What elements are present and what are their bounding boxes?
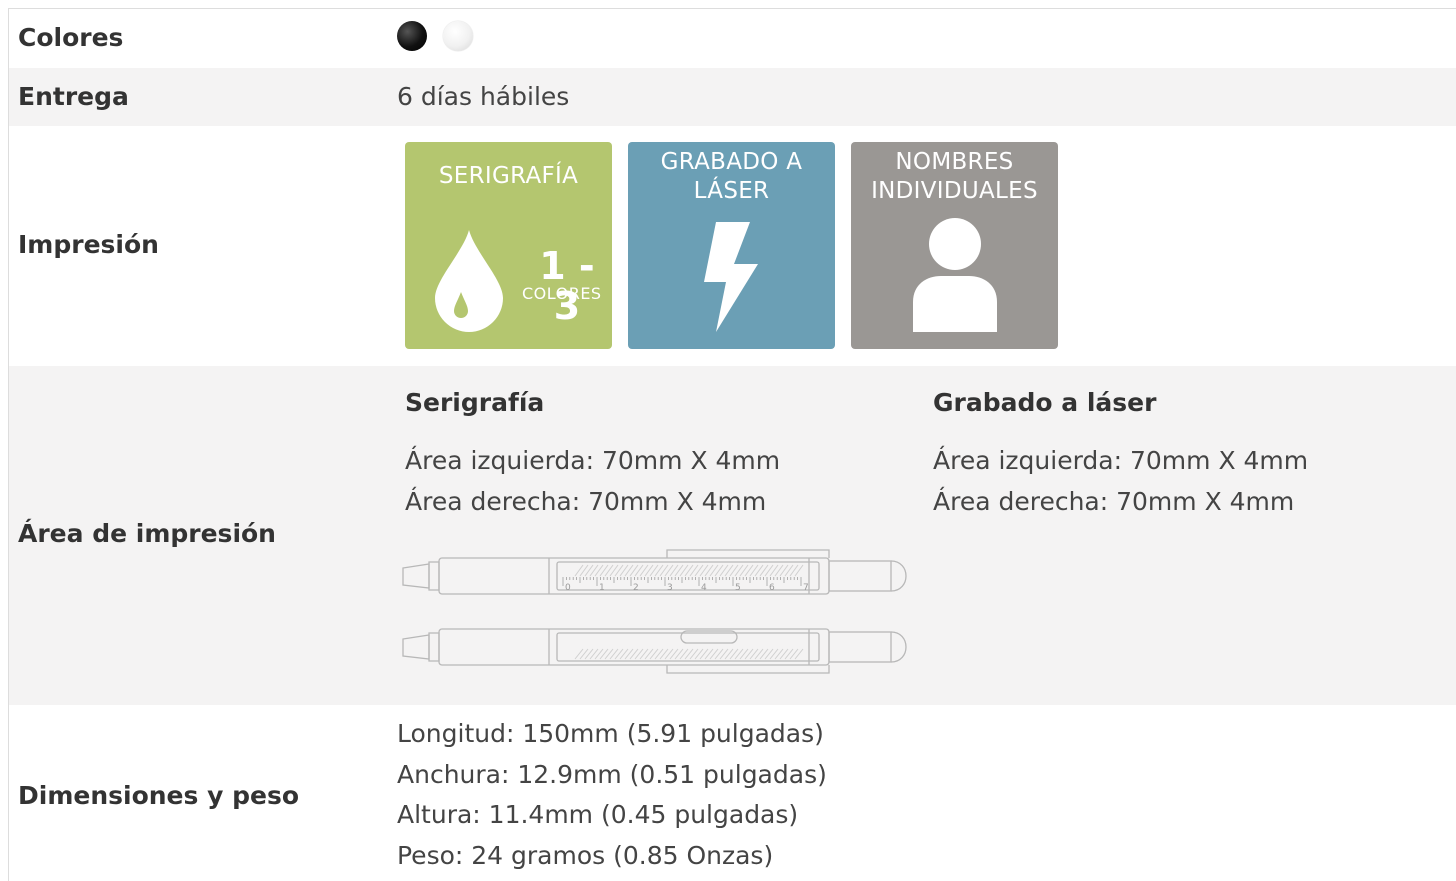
dimension-line: Anchura: 12.9mm (0.51 pulgadas)	[397, 760, 827, 789]
tile-title-line2: LÁSER	[693, 178, 770, 204]
ruler-tick-label: 1	[599, 583, 605, 593]
area-column-title-laser: Grabado a láser	[933, 388, 1157, 417]
print-method-grabado-laser[interactable]: GRABADO A LÁSER	[628, 142, 835, 349]
row-entrega: Entrega 6 días hábiles	[9, 68, 1456, 126]
pen-diagram-top: 0 1 2 3 4 5 6 7	[402, 549, 907, 595]
color-swatch-black[interactable]	[397, 21, 427, 51]
area-column-title-serigrafia: Serigrafía	[405, 388, 545, 417]
person-icon	[913, 218, 997, 332]
area-line: Área izquierda: 70mm X 4mm	[405, 446, 781, 475]
tile-title-line1: NOMBRES	[895, 149, 1014, 175]
row-label-dimensiones: Dimensiones y peso	[18, 781, 299, 810]
color-range: 1 - 3	[539, 244, 595, 328]
area-line: Área derecha: 70mm X 4mm	[933, 487, 1295, 516]
ruler-tick-label: 7	[803, 583, 809, 593]
color-swatch-white[interactable]	[443, 21, 473, 51]
tile-title-line2: INDIVIDUALES	[871, 178, 1038, 204]
ruler-tick-label: 0	[565, 583, 571, 593]
product-specs-table: Colores Entrega 6 días hábiles Impresión…	[8, 8, 1456, 881]
dimension-line: Longitud: 150mm (5.91 pulgadas)	[397, 719, 824, 748]
ruler-tick-label: 5	[735, 583, 741, 593]
tile-title-line1: GRABADO A	[660, 149, 803, 175]
ruler-tick-label: 4	[701, 583, 707, 593]
ruler-tick-label: 6	[769, 583, 775, 593]
delivery-time: 6 días hábiles	[397, 82, 570, 111]
row-label-entrega: Entrega	[18, 82, 129, 111]
dimension-line: Peso: 24 gramos (0.85 Onzas)	[397, 841, 774, 870]
color-range-label: COLORES	[522, 284, 602, 303]
area-line: Área izquierda: 70mm X 4mm	[933, 446, 1309, 475]
ruler-tick-label: 3	[667, 583, 673, 593]
row-label-area: Área de impresión	[18, 519, 276, 548]
row-label-colores: Colores	[18, 23, 124, 52]
print-method-nombres-individuales[interactable]: NOMBRES INDIVIDUALES	[851, 142, 1058, 349]
area-line: Área derecha: 70mm X 4mm	[405, 487, 767, 516]
row-colores: Colores	[9, 9, 1456, 68]
row-area-impresion: Área de impresión Serigrafía Área izquie…	[9, 366, 1456, 705]
lightning-bolt-icon	[704, 222, 758, 332]
tile-title: SERIGRAFÍA	[438, 163, 579, 189]
ink-drop-icon	[435, 230, 503, 332]
row-dimensiones: Dimensiones y peso Longitud: 150mm (5.91…	[9, 705, 1456, 881]
pen-diagram-bottom	[402, 628, 907, 674]
dimension-line: Altura: 11.4mm (0.45 pulgadas)	[397, 800, 799, 829]
print-method-serigrafia[interactable]: SERIGRAFÍA 1 - 3 COLORES	[405, 142, 612, 349]
ruler-tick-label: 2	[633, 583, 639, 593]
row-label-impresion: Impresión	[18, 230, 159, 259]
row-impresion: Impresión SERIGRAFÍA 1 - 3 COLORES GRABA…	[9, 126, 1456, 366]
